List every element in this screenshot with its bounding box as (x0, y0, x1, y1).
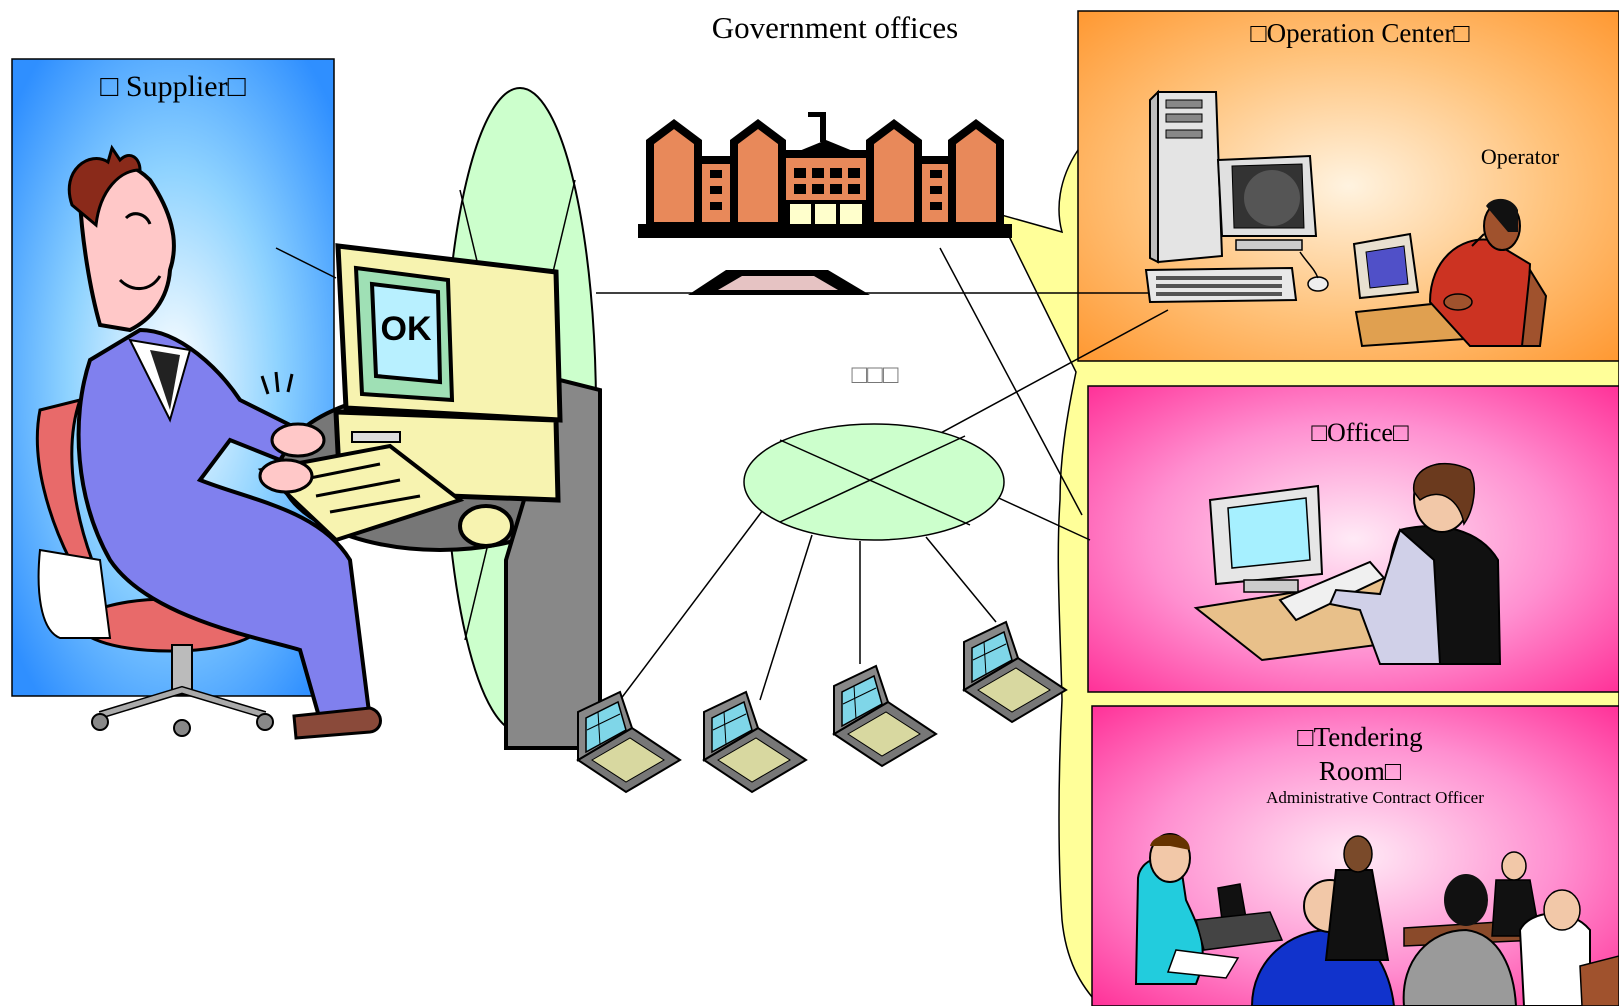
businessman-at-computer-icon: OK (35, 144, 602, 750)
laptop-icon (703, 691, 807, 793)
central-network-ellipse (743, 423, 1005, 541)
meeting-room-icon (1134, 833, 1619, 1006)
office-worker-icon (1193, 462, 1502, 665)
operation-center-label: □Operation Center□ (1250, 18, 1470, 48)
office-label: □Office□ (1311, 418, 1409, 447)
laptop-icon (577, 691, 681, 793)
network-label: □□□ (851, 360, 899, 389)
operator-headset-icon (1352, 198, 1548, 348)
tendering-room-sublabel: Administrative Contract Officer (1266, 788, 1484, 807)
supplier-label: □ Supplier□ (100, 70, 246, 103)
operator-label: Operator (1480, 144, 1560, 169)
page-title: Government offices (711, 10, 959, 45)
screen-ok-text: OK (381, 310, 432, 348)
laptop-icon (833, 665, 937, 767)
laptop-icon (963, 621, 1067, 723)
tendering-room-label-line2: Room□ (1318, 756, 1402, 786)
government-building-icon (638, 112, 1012, 295)
tendering-room-label-line1: □Tendering (1297, 722, 1423, 752)
server-tower-icon (1144, 89, 1329, 304)
